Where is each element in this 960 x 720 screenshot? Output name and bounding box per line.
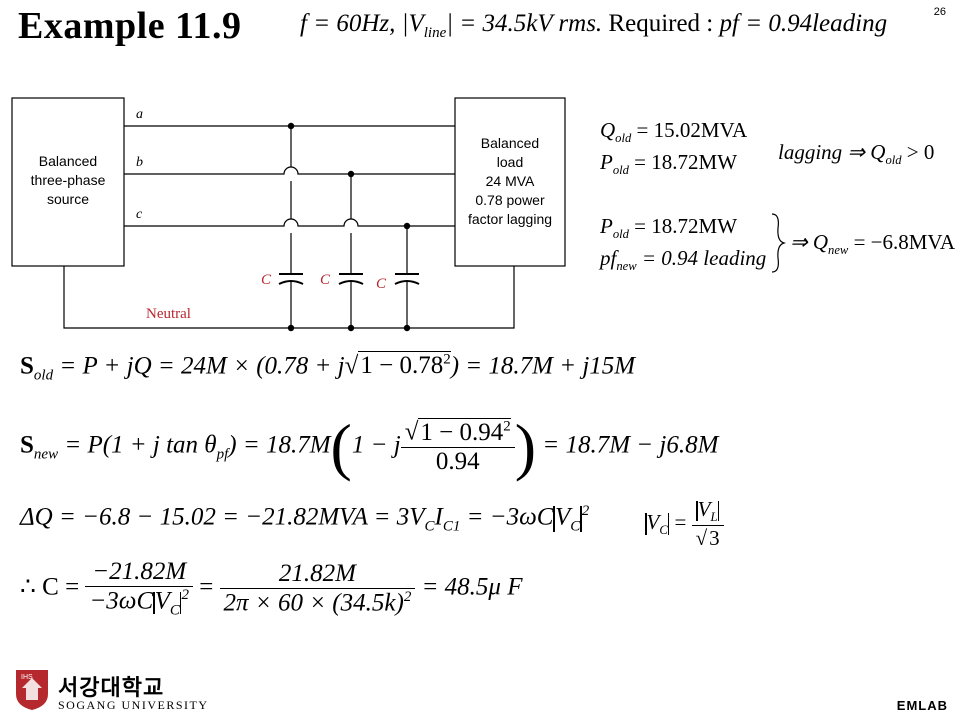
q-new-result: ⇒ Qnew = −6.8MVA (790, 230, 956, 258)
load-label: load (497, 154, 523, 170)
line-c-label: c (136, 207, 143, 222)
required-pf: pf = 0.94leading (719, 10, 888, 37)
university-korean-name: 서강대학교 (58, 676, 165, 701)
q-old-line: Qold = 15.02MVA (600, 118, 748, 146)
sogang-shield-icon: IHS (16, 670, 48, 710)
load-label: 24 MVA (486, 173, 535, 189)
page-number: 26 (933, 6, 946, 18)
load-label: factor lagging (468, 211, 552, 227)
cap-label: C (320, 272, 331, 288)
load-label: 0.78 power (475, 192, 545, 208)
capacitor-3 (394, 226, 420, 328)
lab-name: EMLAB (896, 698, 948, 713)
cap-label: C (376, 276, 387, 292)
capacitor-2 (338, 174, 364, 328)
given-frequency: f = 60Hz, |V (300, 10, 424, 37)
given-line-sub: line (423, 25, 447, 41)
neutral-label: Neutral (146, 306, 191, 322)
p-old-line-2: Pold = 18.72MW (600, 214, 738, 242)
neutral-line (63, 266, 515, 329)
given-conditions: f = 60Hz, |Vline| = 34.5kV rms. Required… (300, 10, 887, 42)
load-label: Balanced (481, 135, 539, 151)
line-a-label: a (136, 107, 143, 122)
p-old-line: Pold = 18.72MW (600, 150, 738, 178)
slide-title: Example 11.9 (18, 5, 242, 47)
equation-vc: VC = VL√3 (645, 497, 724, 551)
svg-text:IHS: IHS (21, 674, 33, 681)
brace-icon (771, 213, 786, 273)
load-box (454, 97, 566, 267)
capacitor-1 (278, 126, 304, 328)
equation-s-new: Snew = P(1 + j tan θpf) = 18.7M(1 − j√1 … (20, 411, 719, 482)
source-label: source (47, 191, 89, 207)
line-c (124, 218, 455, 227)
circuit-diagram: Balanced three-phase source Balanced loa… (11, 97, 566, 332)
equation-s-old: Sold = P + jQ = 24M × (0.78 + j√1 − 0.78… (20, 351, 636, 384)
university-logo: IHS 서강대학교 SOGANG UNIVERSITY (14, 668, 207, 717)
source-box (11, 97, 125, 267)
line-b (124, 166, 455, 175)
source-label: three-phase (31, 172, 106, 188)
required-label: Required : (608, 10, 714, 37)
given-voltage: | = 34.5kV rms. (446, 10, 603, 37)
university-english-name: SOGANG UNIVERSITY (58, 698, 209, 712)
line-b-label: b (136, 155, 143, 170)
lagging-note: lagging ⇒ Qold > 0 (778, 140, 935, 168)
cap-label: C (261, 272, 272, 288)
pf-new-line: pfnew = 0.94 leading (600, 246, 767, 274)
source-label: Balanced (39, 153, 97, 169)
equation-delta-q: ΔQ = −6.8 − 15.02 = −21.82MVA = 3VCIC1 =… (20, 503, 590, 535)
